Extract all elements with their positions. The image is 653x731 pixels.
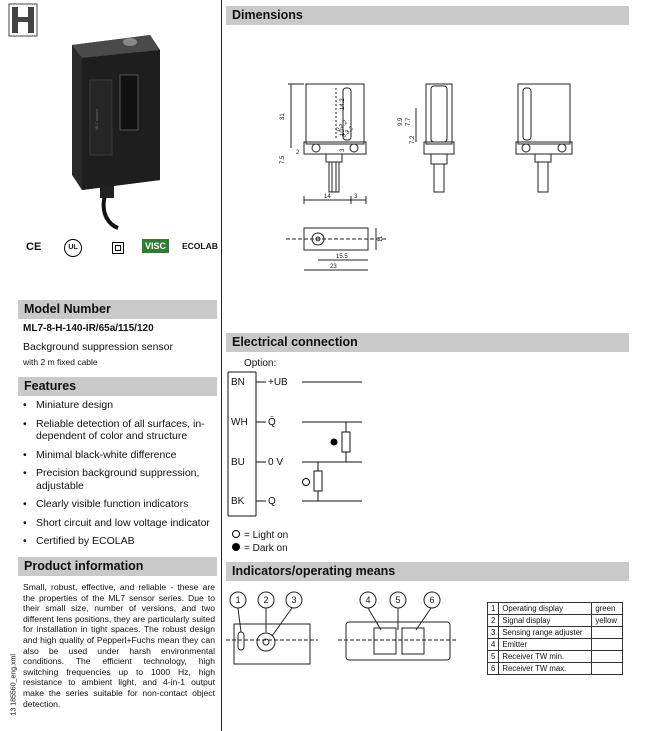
table-row: 3 Sensing range adjuster <box>486 626 624 639</box>
feature-item: Minimal black-white difference <box>18 449 217 462</box>
feature-item: Precision background suppression, adjust… <box>18 467 217 492</box>
column-divider <box>221 0 222 731</box>
callout-label: 1 <box>235 595 240 605</box>
table-row: 4 Emitter <box>486 638 624 651</box>
indicators-drawing: 1 2 3 4 5 6 <box>226 591 458 665</box>
dim-label: 7.2 <box>410 135 416 144</box>
certification-logos: CE UL VISC ECOLAB <box>26 239 218 259</box>
indicator-number: 2 <box>486 614 500 627</box>
callout-label: 2 <box>263 595 268 605</box>
section-indicators: Indicators/operating means <box>226 562 629 581</box>
ecolab-logo-icon: ECOLAB <box>182 241 218 251</box>
ul-mark-icon: UL <box>64 239 82 257</box>
indicator-color <box>591 626 624 639</box>
dim-label: 7.5 <box>280 155 286 164</box>
dim-label: 14.2 <box>340 98 346 110</box>
feature-item: Certified by ECOLAB <box>18 535 217 548</box>
section-electrical-connection: Electrical connection <box>226 333 629 352</box>
table-row: 5 Receiver TW min. <box>486 650 624 663</box>
pin-code: BU <box>231 457 245 468</box>
double-insulation-icon <box>112 242 124 254</box>
indicator-label: Emitter <box>498 638 593 651</box>
option-label: Option: <box>244 358 277 369</box>
indicator-label: Receiver TW min. <box>498 650 593 663</box>
feature-item: Clearly visible function indicators <box>18 498 217 511</box>
product-information-text: Small, robust, effective, and reliable -… <box>23 582 215 709</box>
light-on-icon <box>232 530 240 538</box>
table-row: 2 Signal display yellow <box>486 614 624 627</box>
svg-text:ML7 sensor: ML7 sensor <box>94 108 99 130</box>
wiring-diagram <box>227 371 362 517</box>
pin-code: BK <box>231 496 245 507</box>
callout-label: 3 <box>291 595 296 605</box>
section-model-number: Model Number <box>18 300 217 319</box>
model-description: Background suppression sensor <box>23 341 174 353</box>
section-product-information: Product information <box>18 557 217 576</box>
dim-label: 10 <box>340 129 346 136</box>
table-row: 6 Receiver TW max. <box>486 662 624 675</box>
dimensions-drawing: 31 14.2 10 3 7.5 2 14 3 9.9 7.7 7.2 11 1… <box>280 83 573 271</box>
indicator-number: 5 <box>486 650 500 663</box>
feature-item: Short circuit and low voltage indicator <box>18 517 217 530</box>
output-legend: = Light on = Dark on <box>232 529 288 555</box>
indicator-color <box>591 662 624 675</box>
sensor-product-photo: ML7 sensor <box>72 35 160 230</box>
feature-item: Reliable detection of all surfaces, in-d… <box>18 418 217 443</box>
pin-signal: Q̄ <box>268 417 276 428</box>
dim-label: 14 <box>324 194 331 200</box>
indicator-number: 3 <box>486 626 500 639</box>
table-row: 1 Operating display green <box>486 602 624 615</box>
section-dimensions: Dimensions <box>226 6 629 25</box>
indicator-color: yellow <box>591 614 624 627</box>
dim-label: 7.7 <box>406 117 412 126</box>
callout-label: 5 <box>395 595 400 605</box>
indicator-color: green <box>591 602 624 615</box>
indicators-table: 1 Operating display green 2 Signal displ… <box>486 602 624 675</box>
indicator-color <box>591 650 624 663</box>
pin-code: WH <box>231 417 248 428</box>
dim-label: 15.5 <box>336 254 348 260</box>
dim-label: 23 <box>330 264 337 270</box>
light-on-icon <box>302 478 310 486</box>
callout-label: 6 <box>429 595 434 605</box>
dim-label: 3 <box>354 194 358 200</box>
datasheet-logo-icon <box>8 3 38 37</box>
legend-light: = Light on <box>244 530 289 541</box>
dark-on-icon <box>330 438 338 446</box>
indicator-label: Signal display <box>498 614 593 627</box>
indicator-number: 6 <box>486 662 500 675</box>
indicator-label: Sensing range adjuster <box>498 626 593 639</box>
dim-label: 2 <box>296 150 300 156</box>
document-code: 13 185560_eng.xml <box>10 654 18 716</box>
feature-item: Miniature design <box>18 399 217 412</box>
model-code: ML7-8-H-140-IR/65a/115/120 <box>23 323 154 334</box>
pin-signal: 0 V <box>268 457 284 468</box>
dim-label: 31 <box>280 113 286 120</box>
pin-signal: Q <box>268 496 276 507</box>
pin-code: BN <box>231 377 245 388</box>
pin-signal: +UB <box>268 377 288 388</box>
dim-label: 9.9 <box>398 117 404 126</box>
indicator-number: 4 <box>486 638 500 651</box>
callout-label: 4 <box>365 595 370 605</box>
indicator-color <box>591 638 624 651</box>
dim-label: 3 <box>340 148 346 152</box>
model-cable-note: with 2 m fixed cable <box>23 357 98 367</box>
indicator-label: Receiver TW max. <box>498 662 593 675</box>
section-features: Features <box>18 377 217 396</box>
legend-dark: = Dark on <box>244 543 288 554</box>
indicator-label: Operating display <box>498 602 593 615</box>
features-list: Miniature design Reliable detection of a… <box>18 399 217 554</box>
visco-logo-icon: VISC <box>142 239 170 253</box>
dim-label: 11 <box>378 235 384 242</box>
ce-mark-icon: CE <box>26 241 42 253</box>
dark-on-icon <box>232 543 240 551</box>
indicator-number: 1 <box>486 602 500 615</box>
